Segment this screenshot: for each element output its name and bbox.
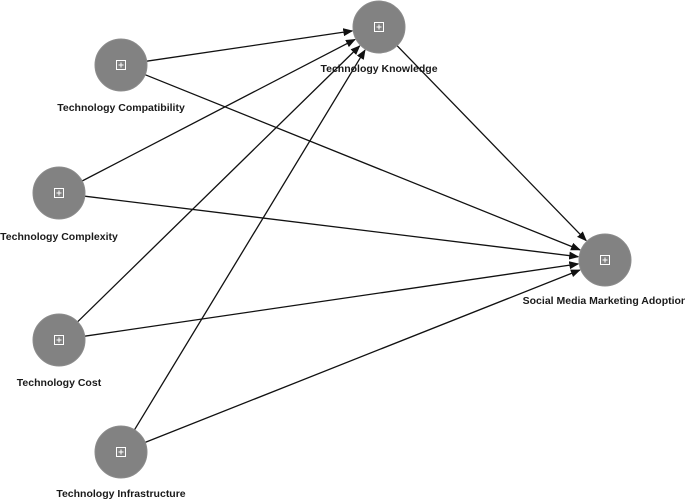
- edge-compat-to-adoption: [144, 74, 581, 251]
- edge-infra-to-adoption: [144, 269, 581, 444]
- node-label: Technology Infrastructure: [56, 488, 185, 500]
- edge-complex-to-adoption: [84, 195, 580, 260]
- expand-icon[interactable]: [116, 60, 126, 70]
- node-label: Technology Knowledge: [320, 63, 437, 75]
- expand-icon[interactable]: [116, 447, 126, 457]
- node-cost[interactable]: Technology Cost: [17, 313, 102, 389]
- node-label: Technology Cost: [17, 377, 102, 389]
- expand-icon[interactable]: [54, 335, 64, 345]
- expand-icon[interactable]: [600, 255, 610, 265]
- node-knowledge[interactable]: Technology Knowledge: [320, 0, 438, 75]
- edge-complex-to-knowledge: [81, 38, 356, 182]
- edges-layer: [77, 28, 587, 444]
- node-infra[interactable]: Technology Infrastructure: [56, 425, 186, 500]
- expand-icon[interactable]: [54, 188, 64, 198]
- edge-cost-to-adoption: [84, 261, 580, 337]
- expand-icon[interactable]: [374, 22, 384, 32]
- node-label: Social Media Marketing Adoption: [523, 295, 685, 307]
- node-label: Technology Compatibility: [57, 102, 185, 114]
- node-adoption[interactable]: Social Media Marketing Adoption: [523, 233, 685, 307]
- edge-compat-to-knowledge: [146, 28, 354, 62]
- node-complex[interactable]: Technology Complexity: [0, 166, 118, 243]
- edge-infra-to-knowledge: [133, 49, 366, 431]
- node-compat[interactable]: Technology Compatibility: [57, 38, 185, 114]
- node-label: Technology Complexity: [0, 231, 118, 243]
- edge-knowledge-to-adoption: [396, 45, 587, 242]
- edge-cost-to-knowledge: [77, 45, 361, 323]
